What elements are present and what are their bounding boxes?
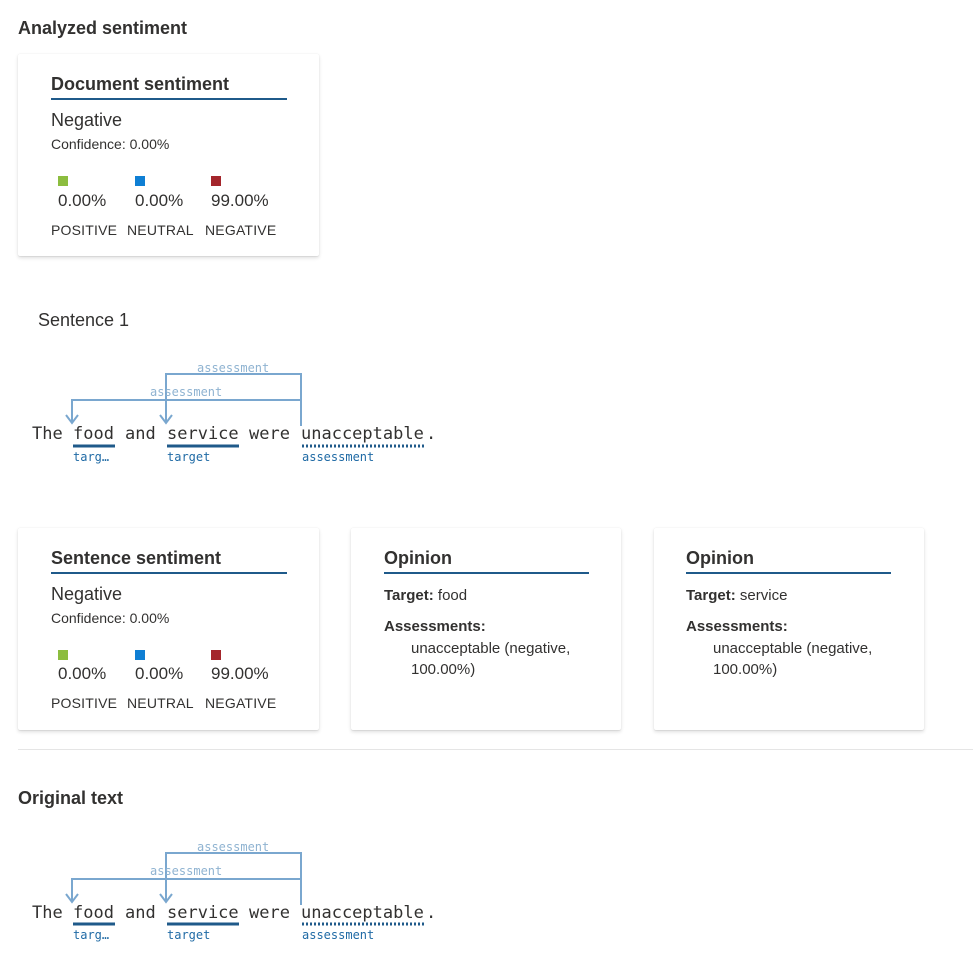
relation-arcs <box>65 852 426 926</box>
negative-swatch-icon <box>211 650 221 660</box>
token-service: service <box>167 903 239 923</box>
sentence-annotation: assessment assessment The food and servi… <box>0 360 500 470</box>
sentence-sentiment-label: Negative <box>51 584 123 604</box>
token-period: . <box>426 903 437 923</box>
opinion-title: Opinion <box>384 548 589 574</box>
token-unacceptable: unacceptable <box>301 903 424 923</box>
neutral-category: NEUTRAL <box>127 695 194 711</box>
document-sentiment-card: Document sentiment Negative Confidence: … <box>18 54 319 256</box>
opinion-assessments-label: Assessments: <box>384 618 486 635</box>
tag-unacceptable: assessment <box>302 928 375 942</box>
opinion-target: Target: food <box>384 587 468 604</box>
document-sentiment-label: Negative <box>51 110 123 130</box>
opinion-assessments-label: Assessments: <box>686 618 788 635</box>
positive-category: POSITIVE <box>51 695 118 711</box>
arrowhead-service-icon <box>159 414 173 425</box>
document-confidence: Confidence: 0.00% <box>51 136 170 152</box>
tag-unacceptable: assessment <box>302 450 375 464</box>
negative-swatch-icon <box>211 176 221 186</box>
original-annotation: assessment assessment The food and servi… <box>0 839 500 949</box>
arc-label-inner: assessment <box>150 385 223 399</box>
arc-food <box>71 399 302 426</box>
negative-score: 99.00% <box>211 664 269 683</box>
arrowhead-food-icon <box>65 414 79 425</box>
sentence-heading: Sentence 1 <box>38 310 130 330</box>
negative-category: NEGATIVE <box>205 695 277 711</box>
opinion-assessment-line2: 100.00%) <box>411 661 476 678</box>
opinion-target: Target: service <box>686 587 788 604</box>
tag-service: target <box>167 450 211 464</box>
arc-label-inner: assessment <box>150 864 223 878</box>
relation-arcs <box>65 373 426 448</box>
token-food: food <box>73 424 114 444</box>
positive-swatch-icon <box>58 176 68 186</box>
sentence-sentiment-title: Sentence sentiment <box>51 548 287 574</box>
opinion-assessment-line2: 100.00%) <box>713 661 778 678</box>
positive-swatch-icon <box>58 650 68 660</box>
token-were: were <box>249 424 290 444</box>
opinion-assessment-line1: unacceptable (negative, <box>411 640 571 657</box>
opinion-assessment-line1: unacceptable (negative, <box>713 640 873 657</box>
analyzed-sentiment-heading: Analyzed sentiment <box>18 18 188 38</box>
tag-service: target <box>167 928 211 942</box>
neutral-score: 0.00% <box>135 191 184 210</box>
original-text-heading: Original text <box>18 788 124 808</box>
tag-food: targ… <box>73 450 110 464</box>
token-unacceptable: unacceptable <box>301 424 424 444</box>
opinion-title: Opinion <box>686 548 891 574</box>
negative-score: 99.00% <box>211 191 269 210</box>
positive-score: 0.00% <box>58 191 107 210</box>
tag-food: targ… <box>73 928 110 942</box>
neutral-score: 0.00% <box>135 664 184 683</box>
positive-category: POSITIVE <box>51 222 118 238</box>
sentence-sentiment-card: Sentence sentiment Negative Confidence: … <box>18 528 319 730</box>
arrowhead-food-icon <box>65 893 79 904</box>
token-and: and <box>125 903 156 923</box>
sentence-confidence: Confidence: 0.00% <box>51 610 170 626</box>
document-sentiment-title: Document sentiment <box>51 74 287 100</box>
neutral-swatch-icon <box>135 650 145 660</box>
token-food: food <box>73 903 114 923</box>
positive-score: 0.00% <box>58 664 107 683</box>
opinion-card-food: Opinion Target: food Assessments: unacce… <box>351 528 621 730</box>
token-and: and <box>125 424 156 444</box>
neutral-swatch-icon <box>135 176 145 186</box>
neutral-category: NEUTRAL <box>127 222 194 238</box>
opinion-card-service: Opinion Target: service Assessments: una… <box>654 528 924 730</box>
arc-label-outer: assessment <box>197 840 270 854</box>
token-the: The <box>32 424 63 444</box>
token-period: . <box>426 424 437 444</box>
arc-label-outer: assessment <box>197 361 270 375</box>
token-were: were <box>249 903 290 923</box>
arrowhead-service-icon <box>159 893 173 904</box>
negative-category: NEGATIVE <box>205 222 277 238</box>
token-service: service <box>167 424 239 444</box>
arc-food <box>71 878 302 905</box>
section-divider <box>18 749 973 750</box>
token-the: The <box>32 903 63 923</box>
